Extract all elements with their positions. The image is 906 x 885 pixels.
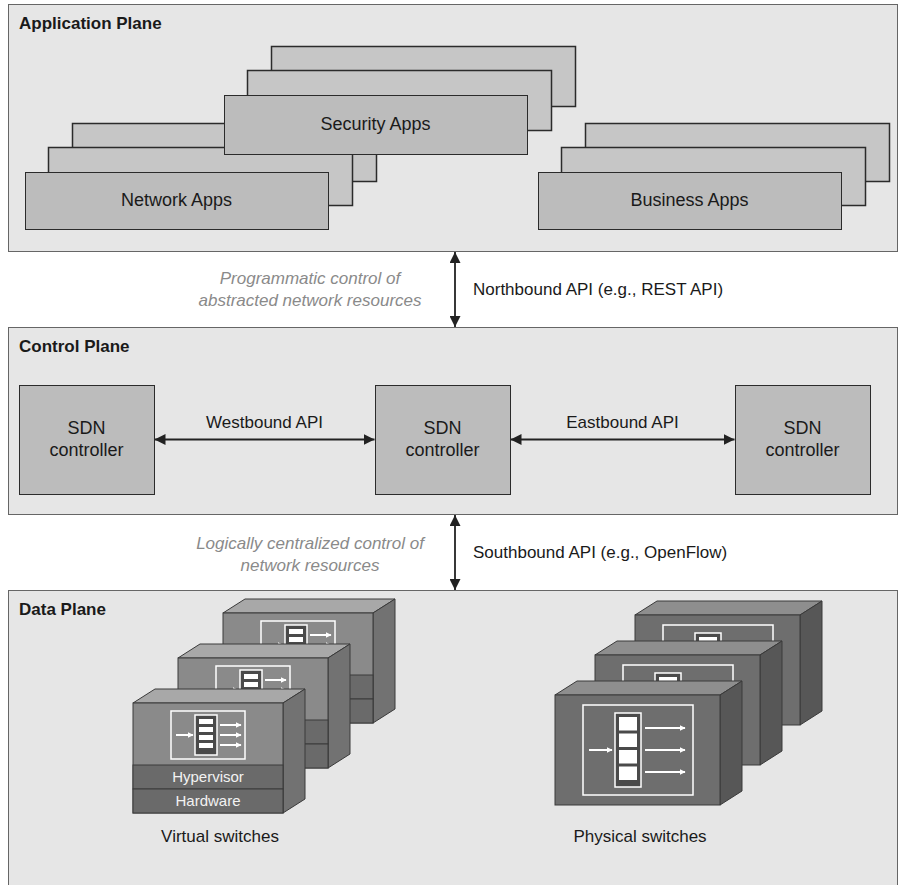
app-box: Security Apps	[224, 95, 528, 155]
band-fill	[8, 4, 898, 252]
icon-arrow	[176, 734, 193, 736]
film-strip	[195, 715, 217, 755]
api-label: Northbound API (e.g., REST API)	[473, 280, 723, 300]
box-label: SDN controller	[747, 418, 859, 461]
caption-text: Physical switches	[540, 826, 740, 848]
controller-box: SDN controller	[735, 385, 871, 495]
box-label: SDN controller	[31, 418, 143, 461]
switch-top	[555, 681, 742, 695]
annotation-text: Programmatic control of abstracted netwo…	[185, 268, 435, 312]
band-fill	[8, 590, 898, 885]
film-frame	[289, 637, 303, 642]
icon-arrow	[645, 749, 685, 751]
switch-front	[555, 695, 720, 805]
film-frame	[619, 734, 637, 748]
film-frame	[244, 682, 258, 687]
controller-box: SDN controller	[19, 385, 155, 495]
box-label: Business Apps	[630, 190, 748, 212]
film-frame	[619, 717, 637, 731]
switch-side	[760, 641, 782, 765]
film-frame	[619, 767, 637, 781]
plane-heading: Data Plane	[19, 600, 106, 620]
plane-band: Application PlaneSecurity AppsNetwork Ap…	[8, 4, 898, 252]
plane-heading: Application Plane	[19, 14, 162, 34]
switch-illustration	[133, 599, 822, 813]
icon-arrow	[220, 724, 241, 726]
box-label: Security Apps	[320, 114, 430, 136]
film-frame	[619, 750, 637, 764]
switch-side	[328, 644, 350, 768]
icon-arrow	[310, 634, 331, 636]
hypervisor-band	[133, 765, 283, 789]
api-arrow	[454, 252, 456, 327]
switch-top	[595, 641, 782, 655]
switch-side	[720, 681, 742, 805]
api-label: Eastbound API	[566, 413, 678, 433]
box-label: SDN controller	[387, 418, 499, 461]
icon-arrow	[645, 771, 685, 773]
api-arrow	[454, 515, 456, 590]
switch-side	[283, 689, 305, 813]
film-frame	[199, 743, 213, 748]
switch-front	[133, 703, 283, 813]
icon-arrow	[220, 734, 241, 736]
film-frame	[289, 629, 303, 634]
film-frame	[199, 719, 213, 724]
api-label: Southbound API (e.g., OpenFlow)	[473, 543, 727, 563]
switch-top	[223, 599, 395, 613]
layer-label: Hardware	[133, 789, 283, 813]
film-frame	[244, 674, 258, 679]
physical-switch	[555, 681, 742, 805]
icon-arrow	[265, 679, 286, 681]
icon-arrow	[645, 727, 685, 729]
plane-band: Data Plane	[8, 590, 898, 885]
icon-arrow	[589, 749, 612, 751]
film-frame	[199, 735, 213, 740]
plane-band: Control PlaneSDN controller SDN controlle…	[8, 327, 898, 515]
api-label: Westbound API	[206, 413, 323, 433]
api-arrow	[511, 439, 735, 441]
band-fill	[8, 327, 898, 515]
app-box: Network Apps	[25, 172, 329, 230]
film-frame	[199, 727, 213, 732]
hardware-band	[133, 789, 283, 813]
switch-top	[635, 601, 822, 615]
api-arrow	[155, 439, 375, 441]
layer-label: Hypervisor	[133, 765, 283, 789]
annotation-text: Logically centralized control of network…	[185, 533, 435, 577]
icon-arrow	[220, 744, 241, 746]
caption-text: Virtual switches	[120, 826, 320, 848]
switch-side	[800, 601, 822, 725]
app-box: Business Apps	[538, 172, 842, 230]
virtual-switch	[133, 689, 305, 813]
plane-heading: Control Plane	[19, 337, 130, 357]
icon-frame	[583, 705, 693, 795]
switch-top	[133, 689, 305, 703]
controller-box: SDN controller	[375, 385, 511, 495]
switch-side	[373, 599, 395, 723]
box-label: Network Apps	[121, 190, 232, 212]
film-strip	[615, 713, 641, 787]
icon-frame	[171, 711, 245, 759]
switch-top	[178, 644, 350, 658]
